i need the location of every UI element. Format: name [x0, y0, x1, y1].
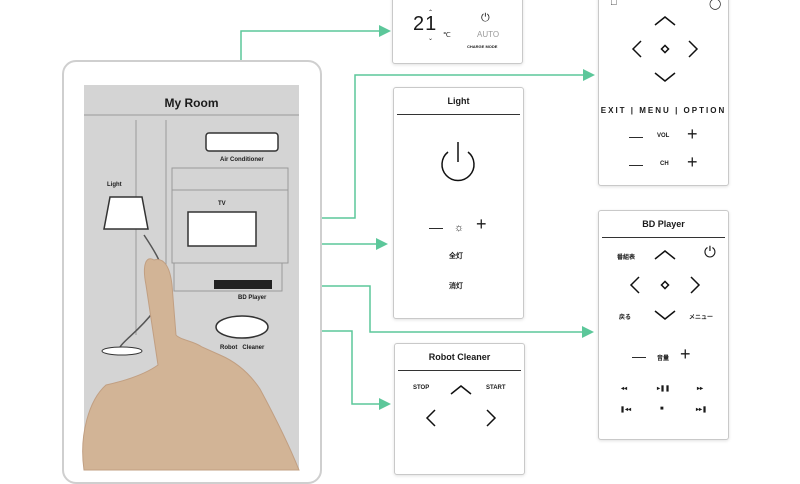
tv-ch-plus-button[interactable]: + — [687, 152, 698, 172]
ac-label: Air Conditioner — [220, 157, 264, 163]
ac-mode: AUTO — [477, 30, 500, 39]
light-brightness-icon: ☼ — [454, 222, 465, 234]
tv-ok-icon — [660, 44, 670, 54]
tv-left-icon — [631, 40, 642, 58]
tv-power-icon[interactable]: ◯ — [709, 0, 722, 10]
tv-right-icon — [688, 40, 699, 58]
tv-vol-label: VOL — [657, 133, 670, 139]
ac-mode-button[interactable]: CHARGE MODE — [467, 44, 498, 49]
bd-player-unit — [214, 280, 272, 289]
bd-up-icon — [654, 250, 676, 260]
bd-remote-title: BD Player — [602, 211, 725, 238]
bd-right-icon — [690, 276, 701, 294]
robot-cleaner-unit — [215, 315, 269, 339]
tv-input-icon[interactable]: □ — [611, 0, 617, 7]
tv-label: TV — [218, 201, 226, 207]
room-title: My Room — [164, 96, 219, 110]
light-label: Light — [107, 182, 122, 188]
light-remote-title: Light — [397, 88, 520, 115]
bd-next-icon[interactable]: ▸▸❚ — [696, 407, 708, 413]
tv-ch-label: CH — [660, 161, 669, 167]
tv-remote-panel: □ ◯ EXIT | MENU | OPTION — VOL + — CH + — [598, 0, 729, 186]
tv-vol-minus-button[interactable]: — — [629, 128, 643, 144]
light-all-on-button[interactable]: 全灯 — [449, 253, 463, 260]
bd-left-icon — [629, 276, 640, 294]
bd-vol-plus-button[interactable]: + — [680, 344, 691, 364]
robot-right-icon — [486, 409, 497, 427]
bd-back-button[interactable]: 戻る — [619, 315, 632, 321]
tv-vol-plus-button[interactable]: + — [687, 124, 698, 144]
room-illustration — [82, 114, 300, 471]
robot-stop-button[interactable]: STOP — [413, 385, 430, 391]
robot-dpad[interactable] — [423, 382, 498, 432]
bd-program-guide-button[interactable]: 番組表 — [617, 255, 636, 261]
bd-down-icon — [654, 310, 676, 320]
robot-start-button[interactable]: START — [486, 385, 506, 391]
tv-screen — [187, 211, 257, 247]
bd-prev-icon[interactable]: ❚◂◂ — [620, 407, 632, 413]
ac-temp-down-icon[interactable]: ⌄ — [428, 36, 434, 42]
bd-remote-panel: BD Player 番組表 ⏻ 戻る メニュー — 音量 + ◂◂ ▸❚❚ ▸▸… — [598, 210, 729, 440]
hand-illustration — [82, 258, 300, 471]
robot-up-icon — [450, 385, 472, 395]
bd-ok-icon — [660, 280, 670, 290]
tv-menu-button[interactable]: MENU — [639, 106, 671, 115]
tv-up-icon — [654, 16, 676, 26]
ac-unit — [205, 132, 279, 152]
light-brighten-button[interactable]: + — [476, 214, 487, 234]
bd-power-icon[interactable]: ⏻ — [704, 244, 716, 261]
tv-exit-button[interactable]: EXIT — [600, 106, 627, 115]
tv-ch-minus-button[interactable]: — — [629, 156, 643, 172]
bd-play-pause-icon[interactable]: ▸❚❚ — [657, 386, 671, 392]
bd-dpad[interactable] — [627, 249, 702, 321]
robot-left-icon — [425, 409, 436, 427]
robot-remote-title: Robot Cleaner — [398, 344, 521, 371]
ac-temp-unit: ℃ — [443, 32, 451, 39]
robot-remote-panel: Robot Cleaner STOP START — [394, 343, 525, 475]
bd-vol-minus-button[interactable]: — — [632, 348, 646, 364]
lamp — [103, 196, 149, 230]
ac-power-icon[interactable]: ⏻ — [481, 12, 490, 24]
bd-rewind-icon[interactable]: ◂◂ — [621, 386, 628, 392]
bd-player-label: BD Player — [238, 295, 267, 301]
bd-menu-button[interactable]: メニュー — [689, 315, 714, 321]
tv-option-button[interactable]: OPTION — [683, 106, 727, 115]
light-all-off-button[interactable]: 消灯 — [449, 283, 463, 290]
ac-temperature: 21 — [413, 13, 438, 35]
bd-stop-icon[interactable]: ■ — [660, 406, 664, 412]
ac-temp-up-icon[interactable]: ⌃ — [428, 10, 434, 16]
light-remote-panel: Light — ☼ + 全灯 消灯 — [393, 87, 524, 319]
light-power-icon[interactable] — [438, 140, 478, 184]
tv-menu-row: EXIT | MENU | OPTION — [600, 106, 727, 115]
ac-remote-panel: 21 ℃ ⌃ ⌄ ⏻ AUTO CHARGE MODE — [392, 0, 523, 64]
tv-down-icon — [654, 72, 676, 82]
bd-fast-forward-icon[interactable]: ▸▸ — [697, 386, 704, 392]
light-dim-button[interactable]: — — [429, 219, 443, 235]
robot-cleaner-label: Robot Cleaner — [220, 345, 265, 351]
tv-dpad[interactable] — [627, 15, 702, 85]
bd-volume-label: 音量 — [657, 356, 670, 362]
